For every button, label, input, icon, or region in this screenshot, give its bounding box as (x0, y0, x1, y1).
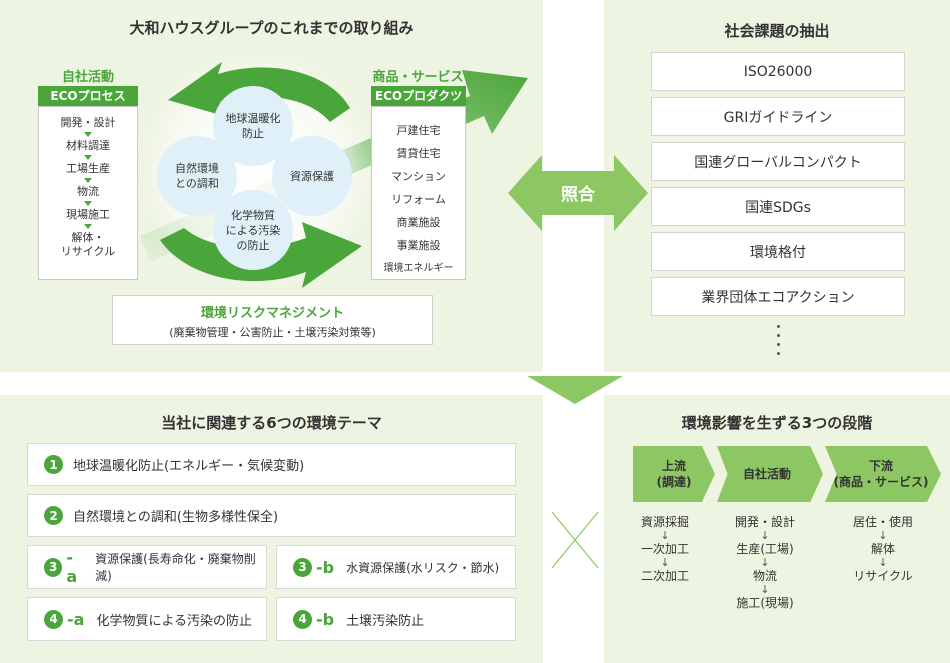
process-step: 開発・設計 (60, 116, 116, 129)
down-arrow-icon: ↓ (760, 583, 770, 596)
stage-upstream: 上流(調達) (633, 446, 715, 502)
theme-text: 地球温暖化防止(エネルギー・気候変動) (73, 459, 305, 474)
issue-item: 業界団体エコアクション (651, 277, 905, 316)
theme-number: 4 (293, 609, 312, 629)
eco-process-list: 開発・設計 材料調達 工場生産 物流 現場施工 解体・ リサイクル (38, 106, 138, 280)
themes-title: 当社に関連する6つの環境テーマ (161, 414, 382, 432)
down-arrow-icon: ↓ (660, 556, 670, 569)
cross-mark-icon (551, 511, 599, 569)
theme-number: 2 (44, 506, 63, 525)
down-triangle-icon (84, 224, 92, 229)
circle-chemical-pollution: 化学物質による汚染の防止 (213, 190, 293, 270)
theme-3b: 3 -b 水資源保護(水リスク・節水) (276, 545, 516, 589)
down-arrow-icon: ↓ (878, 556, 888, 569)
down-triangle-icon (84, 178, 92, 183)
issue-item: 国連SDGs (651, 187, 905, 226)
issue-item: 環境格付 (651, 232, 905, 271)
eco-products-header: ECOプロダクツ (371, 86, 466, 106)
risk-management-title: 環境リスクマネジメント (200, 306, 344, 321)
risk-management-box: 環境リスクマネジメント (廃棄物管理・公害防止・土壌汚染対策等) (112, 295, 433, 345)
own-activity-label: 自社活動 (61, 70, 114, 85)
theme-suffix: -b (316, 557, 335, 577)
stage-own-activity: 自社活動 (717, 446, 823, 502)
panel-three-stages (604, 395, 950, 663)
theme-text: 資源保護(長寿命化・廃棄物削減) (95, 552, 256, 583)
theme-4b: 4 -b 土壌汚染防止 (276, 597, 516, 641)
process-step: 工場生産 (66, 162, 110, 175)
theme-suffix: -a (66, 548, 78, 586)
theme-1: 1 地球温暖化防止(エネルギー・気候変動) (27, 443, 516, 486)
theme-number: 1 (44, 455, 63, 474)
stage-downstream: 下流(商品・サービス) (825, 446, 941, 502)
theme-number: 4 (44, 609, 63, 629)
upstream-steps: 資源採掘 ↓ 一次加工 ↓ 二次加工 (625, 514, 705, 584)
eco-products-list: 戸建住宅 賃貸住宅 マンション リフォーム 商業施設 事業施設 環境エネルギー (371, 106, 466, 280)
risk-management-subtitle: (廃棄物管理・公害防止・土壌汚染対策等) (169, 326, 376, 339)
issue-item: GRIガイドライン (651, 97, 905, 136)
stages-title: 環境影響を生ずる3つの段階 (681, 414, 873, 432)
process-step: 物流 (77, 185, 99, 198)
initiatives-title: 大和ハウスグループのこれまでの取り組み (129, 19, 414, 37)
product-item: 環境エネルギー (383, 263, 454, 274)
eco-process-header: ECOプロセス (38, 86, 138, 106)
theme-suffix: -a (67, 609, 85, 629)
issue-item: 国連グローバルコンパクト (651, 142, 905, 181)
down-triangle-icon (84, 201, 92, 206)
down-arrow-icon (527, 376, 623, 404)
theme-2: 2 自然環境との調和(生物多様性保全) (27, 494, 516, 537)
theme-suffix: -b (316, 609, 335, 629)
social-issues-title: 社会課題の抽出 (724, 22, 830, 40)
down-arrow-icon: ↓ (660, 529, 670, 542)
theme-text: 土壌汚染防止 (346, 613, 425, 629)
down-arrow-icon: ↓ (760, 529, 770, 542)
product-item: 戸建住宅 (396, 124, 441, 137)
theme-4a: 4 -a 化学物質による汚染の防止 (27, 597, 267, 641)
product-item: 賃貸住宅 (396, 147, 441, 160)
theme-number: 3 (293, 557, 312, 577)
circle-resource-protection: 資源保護 (272, 136, 352, 216)
theme-text: 水資源保護(水リスク・節水) (346, 560, 500, 575)
process-step: 現場施工 (66, 208, 110, 221)
product-item: マンション (391, 170, 446, 183)
match-double-arrow (508, 155, 648, 231)
product-item: 事業施設 (396, 239, 441, 252)
theme-number: 3 (44, 557, 63, 577)
process-step: 解体・ (71, 231, 105, 244)
issue-item: ISO26000 (651, 52, 905, 91)
down-arrow-icon: ↓ (878, 529, 888, 542)
process-step: 材料調達 (66, 139, 110, 152)
theme-text: 化学物質による汚染の防止 (96, 613, 253, 629)
product-item: 商業施設 (396, 216, 441, 229)
down-triangle-icon (84, 155, 92, 160)
products-services-label: 商品・サービス (372, 70, 464, 85)
downstream-steps: 居住・使用 ↓ 解体 ↓ リサイクル (838, 514, 928, 584)
process-step: リサイクル (60, 245, 116, 258)
product-item: リフォーム (391, 193, 446, 206)
match-label: 照合 (561, 185, 595, 205)
theme-text: 自然環境との調和(生物多様性保全) (73, 510, 279, 525)
down-triangle-icon (84, 132, 92, 137)
own-activity-steps: 開発・設計 ↓ 生産(工場) ↓ 物流 ↓ 施工(現場) (722, 514, 808, 611)
theme-3a: 3 -a 資源保護(長寿命化・廃棄物削減) (27, 545, 267, 589)
down-arrow-icon: ↓ (760, 556, 770, 569)
more-dots (774, 325, 782, 355)
